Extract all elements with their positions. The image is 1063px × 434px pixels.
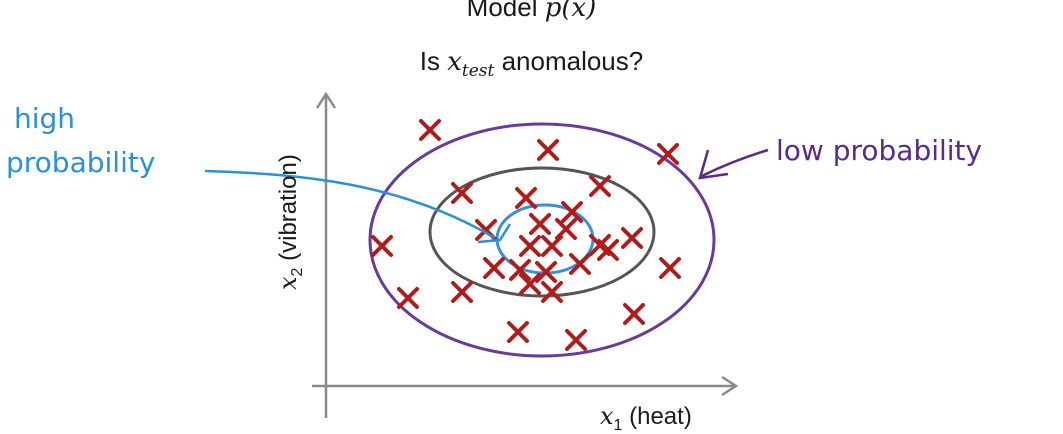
x-marker [535, 261, 557, 283]
x-marker [589, 234, 611, 256]
y-axis-text: (vibration) [275, 154, 302, 267]
x-marker [537, 139, 559, 161]
high-probability-arrowhead [477, 223, 512, 244]
x-marker [483, 257, 505, 279]
title-question-prefix: Is [419, 46, 448, 76]
high-annotation-line1: high [14, 102, 75, 135]
title-model-prefix: Model [466, 0, 545, 22]
x-marker [519, 273, 541, 295]
x-marker [451, 281, 473, 303]
x-marker [509, 259, 531, 281]
x-marker [519, 235, 541, 257]
x-axis-label: x1 (heat) [600, 402, 692, 434]
y-axis-arrowhead [315, 91, 337, 109]
low-probability-arrowhead [698, 149, 729, 180]
high-annotation-line2: probability [6, 146, 155, 179]
x-axis-arrowhead [721, 375, 739, 397]
x-marker [555, 218, 577, 240]
x-marker [659, 257, 681, 279]
x-marker [561, 201, 583, 223]
low-probability-arrow [701, 148, 769, 178]
x-marker [507, 321, 529, 343]
x-marker [451, 182, 473, 204]
x-marker [657, 143, 679, 165]
x-marker [623, 303, 645, 325]
title-question-suffix: anomalous? [494, 46, 644, 76]
low-annotation: low probability [776, 134, 982, 167]
x-marker [589, 175, 611, 197]
y-axis-var: x [274, 276, 302, 290]
middle-contour [428, 166, 656, 298]
high-probability-arrow [204, 169, 496, 240]
data-points [371, 119, 681, 351]
y-axis-sub: 2 [289, 267, 306, 276]
x-marker [529, 213, 551, 235]
title-model: Model p(x) [0, 0, 1063, 23]
x-marker [371, 235, 393, 257]
x-marker [419, 119, 441, 141]
x-marker [565, 329, 587, 351]
x-marker [397, 287, 419, 309]
y-axis-label: x2 (vibration) [274, 154, 306, 290]
x-axis-var: x [600, 402, 614, 430]
title-question-sub: test [461, 61, 495, 81]
title-question-var: x [447, 47, 462, 77]
title-question: Is xtest anomalous? [0, 46, 1063, 81]
x-axis-text: (heat) [622, 403, 691, 430]
axes [312, 91, 739, 418]
x-marker [569, 253, 591, 275]
x-axis-sub: 1 [614, 417, 623, 434]
x-marker [515, 187, 537, 209]
title-model-expr: p(x) [544, 0, 597, 23]
outer-contour [368, 122, 716, 358]
x-marker [621, 227, 643, 249]
x-marker [541, 281, 563, 303]
x-marker [541, 235, 563, 257]
